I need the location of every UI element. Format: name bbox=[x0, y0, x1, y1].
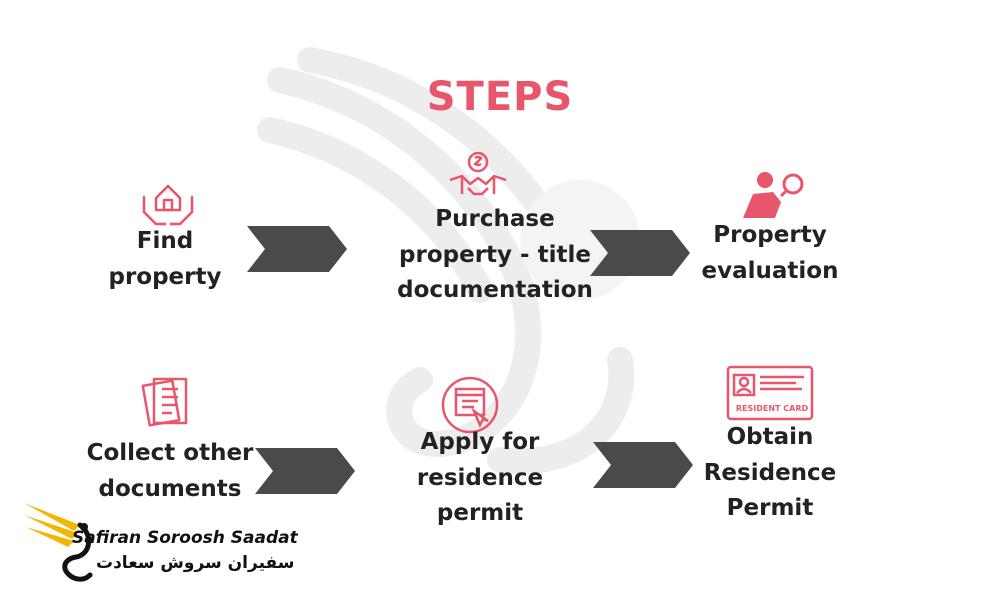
application-click-icon bbox=[440, 375, 500, 435]
page-title: STEPS bbox=[426, 74, 574, 120]
logo-name-english: Safiran Soroosh Saadat bbox=[72, 528, 298, 548]
arrow-3 bbox=[255, 448, 355, 494]
arrow-1 bbox=[247, 226, 347, 272]
step-label-property-evaluation: Property evaluation bbox=[701, 222, 839, 284]
step-label-apply-residence: Apply for residence permit bbox=[416, 429, 544, 527]
step-label-obtain-permit: Obtain Residence Permit bbox=[703, 424, 837, 522]
logo-wing-icon bbox=[24, 503, 93, 582]
resident-card-icon: RESIDENT CARD bbox=[726, 365, 814, 423]
person-magnifier-icon bbox=[735, 170, 805, 220]
step-label-purchase-property: Purchase property - title documentation bbox=[397, 206, 593, 304]
logo bbox=[20, 495, 98, 589]
hands-house-icon bbox=[140, 176, 196, 228]
svg-text:RESIDENT CARD: RESIDENT CARD bbox=[736, 404, 809, 413]
arrow-2 bbox=[590, 230, 690, 276]
step-label-collect-documents: Collect other documents bbox=[86, 440, 254, 502]
documents-icon bbox=[140, 373, 200, 433]
step-label-find-property: Find property bbox=[108, 228, 222, 290]
arrow-4 bbox=[593, 442, 693, 488]
logo-name-persian: سفیران سروش سعادت bbox=[96, 553, 295, 573]
handshake-dollar-icon bbox=[448, 150, 508, 206]
